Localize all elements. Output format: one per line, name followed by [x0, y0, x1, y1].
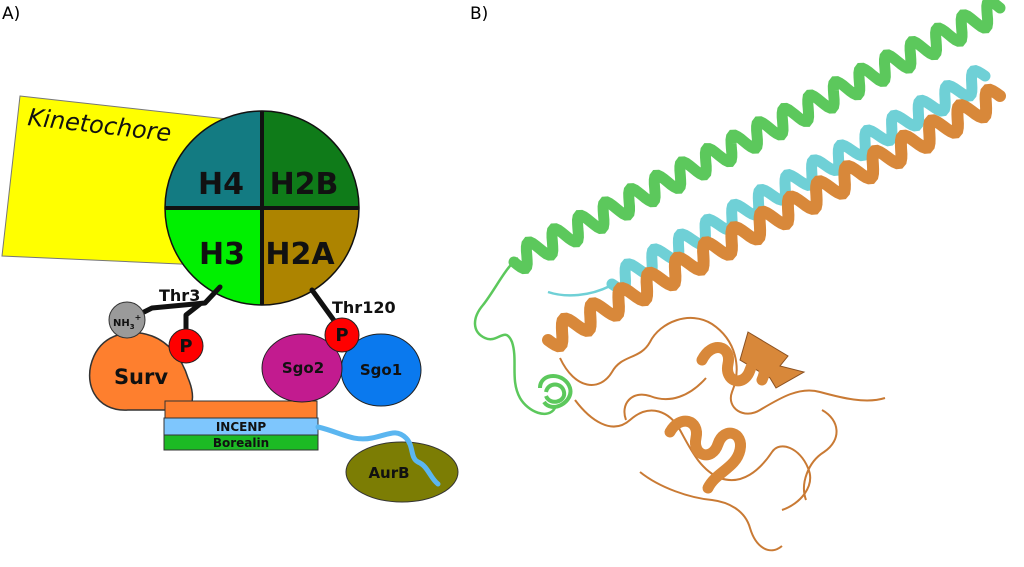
panel-b: B) [470, 0, 1006, 552]
incenp-label: INCENP [216, 420, 267, 434]
aurb-label: AurB [368, 464, 409, 482]
amine-group [108, 301, 146, 339]
phospho-thr120 [324, 317, 360, 353]
orange-strand [739, 331, 806, 389]
histone-h3 [165, 208, 262, 305]
h2a-label: H2A [265, 237, 335, 272]
survivin-label: Surv [114, 365, 168, 389]
survivin-bar [164, 400, 318, 419]
h4-label: H4 [198, 167, 244, 202]
h3-label: H3 [199, 237, 245, 272]
amine-label: NH3+ [113, 313, 141, 331]
incenp-linker [315, 424, 441, 487]
sgo2-label: Sgo2 [282, 359, 324, 377]
green-ring [538, 374, 573, 409]
thr3-label: Thr3 [159, 286, 200, 305]
histone-h2b [262, 111, 359, 208]
h2b-label: H2B [270, 167, 339, 202]
green-coil [473, 257, 557, 416]
cyan-coil [547, 284, 611, 297]
panel-a: A) Kinetochore H4 H2B H3 H2A Thr3 Thr120… [1, 4, 459, 503]
borealin-label: Borealin [213, 436, 269, 450]
orange-mid-helix [696, 342, 770, 387]
borealin-bar [163, 434, 319, 451]
nucleosome: H4 H2B H3 H2A [164, 110, 360, 306]
histone-h4 [165, 111, 262, 208]
panel-b-label: B) [470, 4, 488, 24]
phospho-thr120-label: P [335, 325, 348, 346]
phospho-thr3-label: P [179, 336, 192, 357]
panel-a-label: A) [2, 4, 20, 24]
sgo1-label: Sgo1 [360, 361, 402, 379]
histone-h2a [262, 208, 359, 305]
green-helix [508, 0, 1006, 275]
orange-helix [542, 83, 1006, 353]
phospho-thr3 [168, 328, 204, 364]
thr120-label: Thr120 [332, 298, 396, 317]
sgo2-shape [261, 333, 343, 403]
survivin-shape [89, 331, 194, 411]
aurb-shape [345, 441, 459, 503]
orange-small-helix [664, 415, 746, 494]
